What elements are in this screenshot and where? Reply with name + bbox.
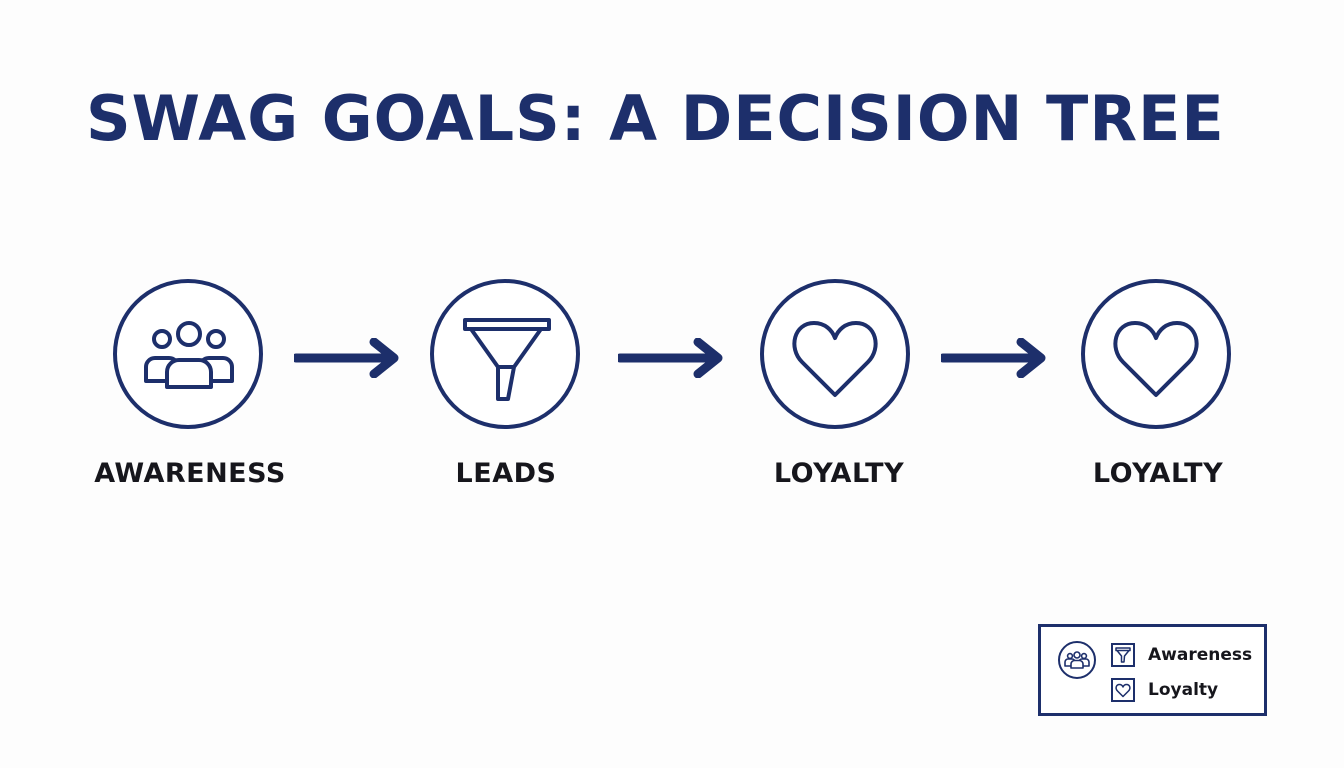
- legend-box: Awareness Loyalty: [1038, 624, 1267, 716]
- legend-heart-box: [1111, 678, 1135, 702]
- funnel-icon: [1115, 647, 1131, 663]
- people-group-icon: [144, 321, 234, 389]
- people-group-icon: [1064, 651, 1090, 669]
- step-loyalty-node-2: [1081, 279, 1231, 429]
- step-awareness-node: [113, 279, 263, 429]
- arrow-right-icon: [941, 338, 1046, 378]
- step-label-loyalty-2: LOYALTY: [1092, 458, 1224, 489]
- step-leads-node: [430, 279, 580, 429]
- heart-icon: [1115, 683, 1131, 698]
- legend-label-loyalty: Loyalty: [1148, 680, 1219, 700]
- arrow-right-icon: [294, 338, 399, 378]
- step-label-loyalty: LOYALTY: [773, 458, 905, 489]
- heart-icon: [792, 321, 878, 397]
- step-label-awareness: AWARENESS: [94, 458, 286, 489]
- step-loyalty-node: [760, 279, 910, 429]
- funnel-icon: [463, 318, 551, 401]
- page-title: SWAG GOALS: A DECISION TREE: [86, 82, 1225, 155]
- heart-icon: [1113, 321, 1199, 397]
- step-label-leads: LEADS: [455, 458, 557, 489]
- legend-funnel-box: [1111, 643, 1135, 667]
- arrow-right-icon: [618, 338, 723, 378]
- legend-people-circle: [1058, 641, 1096, 679]
- legend-label-awareness: Awareness: [1148, 645, 1253, 665]
